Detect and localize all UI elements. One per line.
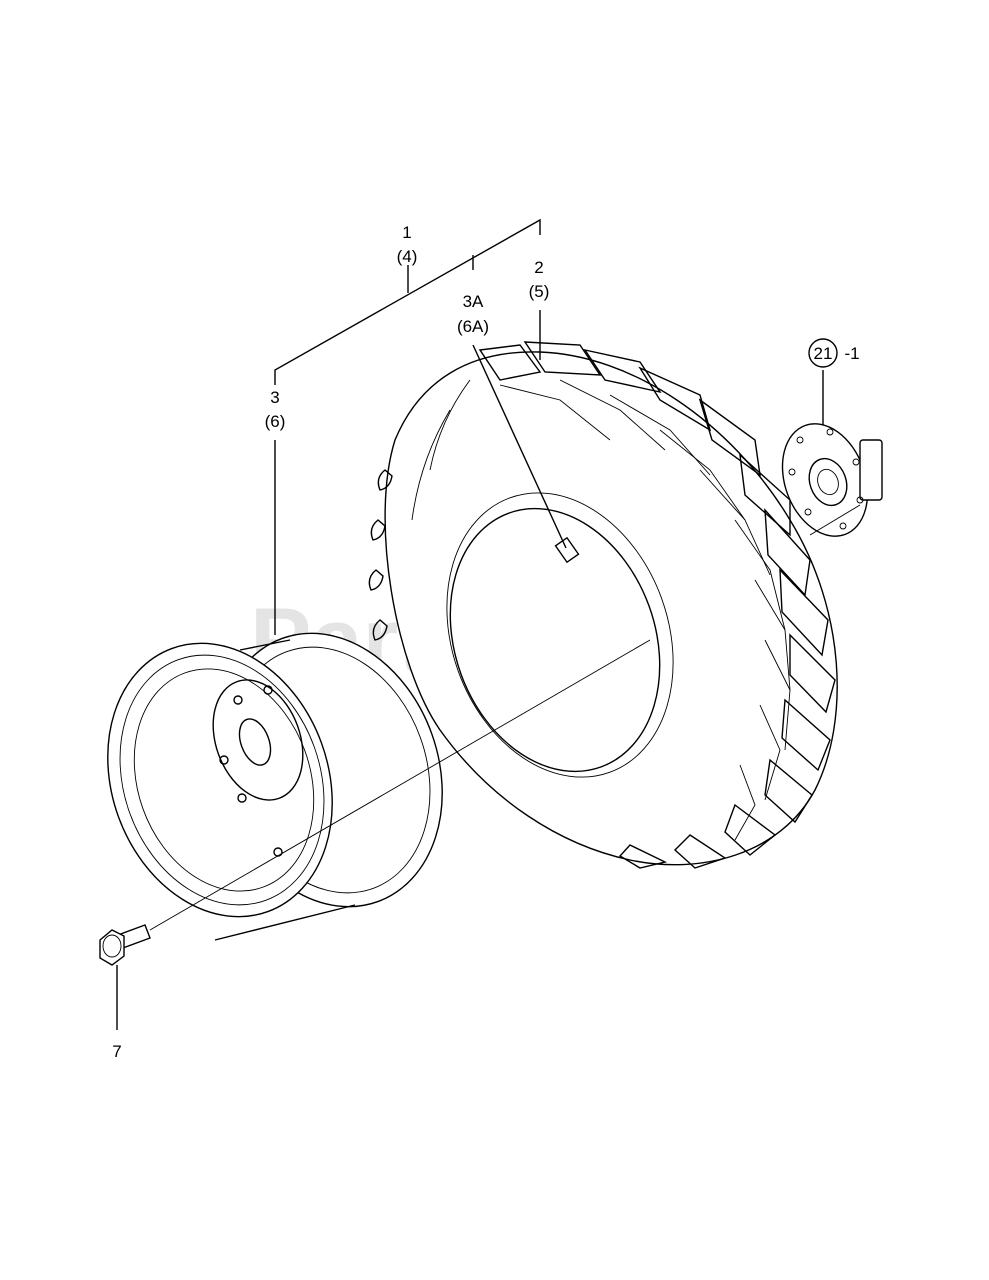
callout-assembly-alt: (4): [397, 247, 418, 266]
callout-hub-circle: [808, 338, 838, 368]
valve-stem: [554, 536, 580, 564]
callout-hub-suffix: -1: [844, 344, 859, 363]
callout-valve-alt: (6A): [457, 317, 489, 336]
callout-rim-number: 3: [270, 388, 279, 407]
callout-hub-number: 21: [814, 344, 833, 363]
rim: [107, 632, 443, 941]
hub-flange: [781, 423, 883, 537]
bolt: [99, 924, 151, 966]
hub-axis-line: [809, 504, 861, 536]
callout-tire-number: 2: [534, 258, 543, 277]
callout-tire-alt: (5): [529, 282, 550, 301]
callout-rim-alt: (6): [265, 412, 286, 431]
callout-assembly-number: 1: [402, 223, 411, 242]
callout-bolt-number: 7: [112, 1042, 121, 1061]
tire: [368, 341, 838, 869]
callout-valve-number: 3A: [463, 292, 484, 311]
leader-lines: [116, 218, 824, 1030]
axis-line: [149, 639, 651, 931]
